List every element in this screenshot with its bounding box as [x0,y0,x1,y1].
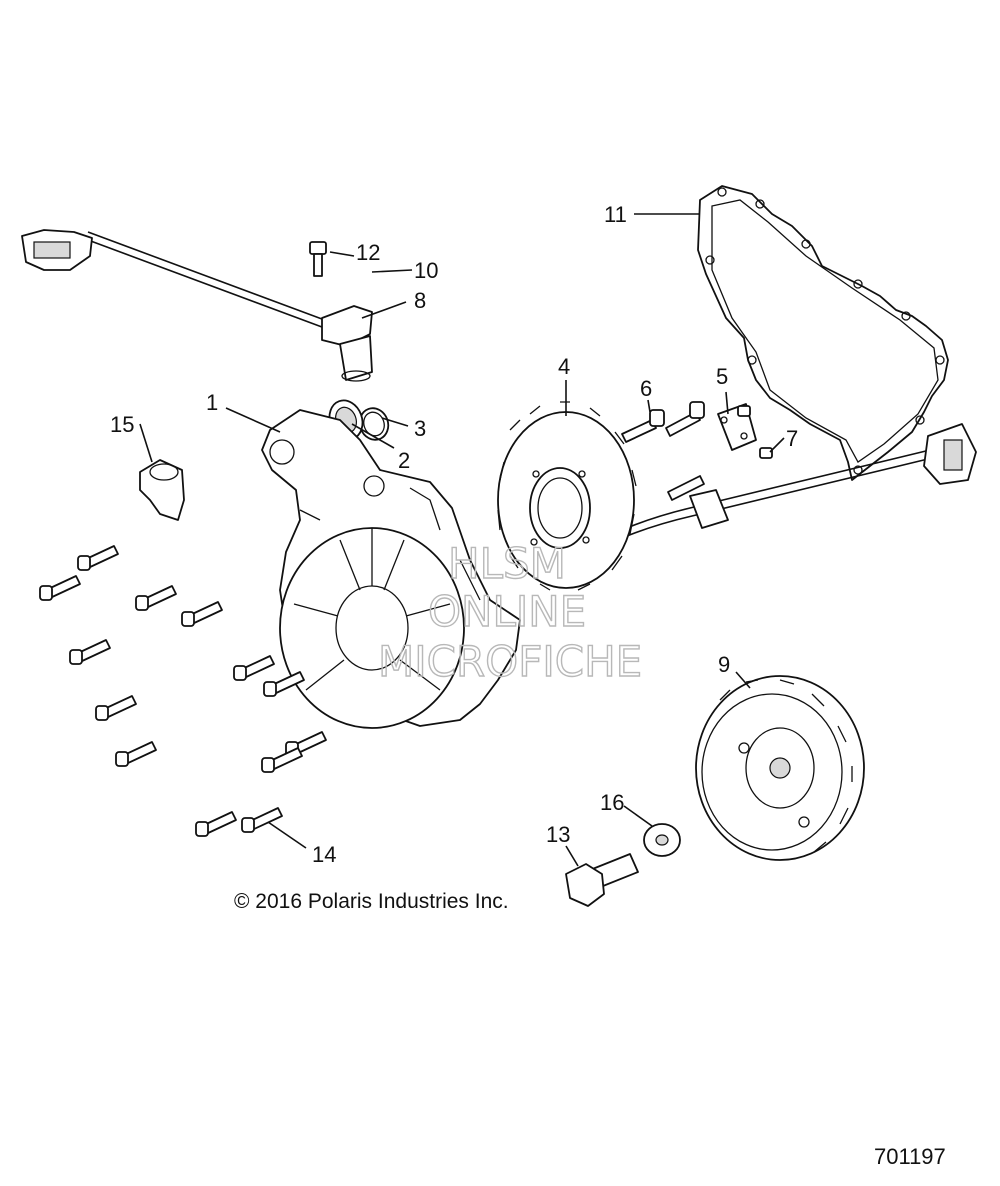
watermark-line-3: MICROFICHE [378,637,642,686]
stator-cover-part-1 [261,409,521,729]
callout-1: 1 [206,390,218,415]
callout-8: 8 [414,288,426,313]
callout-16: 16 [600,790,624,815]
sensor-wire-harness [21,229,331,331]
callout-10: 10 [414,258,438,283]
callout-14: 14 [312,842,336,867]
gasket-part-11 [697,185,949,481]
speed-sensor-part-8-10 [321,305,373,382]
callout-labels: 1 2 3 4 5 6 7 8 9 10 11 12 13 14 15 16 [110,202,798,867]
callout-15: 15 [110,412,134,437]
screw-part-7 [737,405,773,459]
bolt-part-13 [565,853,639,907]
copyright-notice: © 2016 Polaris Industries Inc. [234,890,509,913]
washer-part-16 [643,823,681,857]
bolt-part-6 [621,401,705,501]
callout-4: 4 [558,354,570,379]
callout-5: 5 [716,364,728,389]
figure-number: 701197 [874,1144,946,1169]
leader-lines [139,213,785,867]
screw-part-12 [309,241,327,277]
callout-6: 6 [640,376,652,401]
callout-2: 2 [398,448,410,473]
callout-12: 12 [356,240,380,265]
callout-13: 13 [546,822,570,847]
watermark: HLSM ONLINE MICROFICHE [377,538,643,686]
callout-9: 9 [718,652,730,677]
watermark-line-2: ONLINE [428,587,586,636]
stator-part-4 [497,401,637,591]
callout-11: 11 [604,202,627,227]
flywheel-part-9 [695,675,865,861]
bolts-part-14 [39,545,327,837]
watermark-line-1: HLSM [448,539,566,588]
clip-part-15 [139,459,185,521]
callout-7: 7 [786,426,798,451]
callout-3: 3 [414,416,426,441]
